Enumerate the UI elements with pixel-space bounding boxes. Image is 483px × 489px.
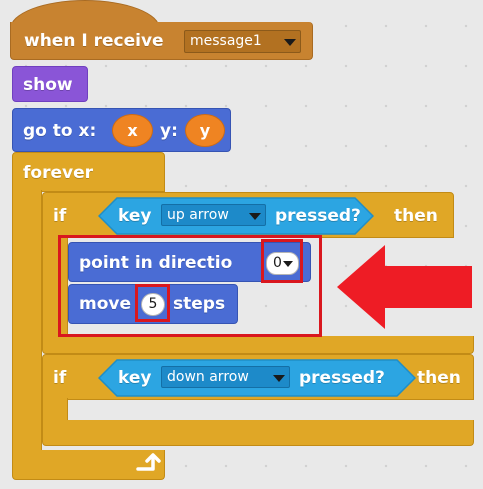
if-up-block-bottom[interactable] [42, 336, 474, 354]
if-up-if-label: if [53, 206, 67, 226]
y-label: y: [160, 121, 178, 141]
move-steps-block[interactable]: move 5 steps [68, 284, 238, 324]
if-down-block-arm [42, 398, 68, 422]
y-reporter-label: y [199, 121, 211, 140]
chevron-down-icon [273, 375, 285, 382]
if-up-then-label: then [394, 206, 438, 226]
up-arrow-key-dropdown[interactable]: up arrow [161, 204, 266, 226]
forever-block-bottom[interactable] [12, 450, 165, 480]
chevron-down-icon [249, 213, 261, 220]
show-label: show [23, 75, 73, 95]
show-block[interactable]: show [12, 66, 88, 102]
if-up-pressed-label: pressed? [275, 206, 361, 226]
move-label: move [79, 294, 132, 314]
point-in-direction-block[interactable]: point in directio 0 [68, 242, 311, 282]
x-reporter-label: x [127, 121, 138, 140]
direction-value: 0 [273, 255, 282, 271]
chevron-down-icon [283, 261, 293, 267]
pointer-arrow-icon [337, 245, 472, 329]
if-down-key-label: key [118, 368, 152, 388]
down-arrow-key-value: down arrow [167, 369, 249, 385]
forever-block-arm [12, 190, 42, 452]
down-arrow-key-dropdown[interactable]: down arrow [161, 366, 290, 388]
steps-input[interactable]: 5 [141, 293, 165, 316]
message-dropdown-value: message1 [190, 33, 262, 49]
y-reporter[interactable]: y [185, 114, 225, 147]
x-reporter[interactable]: x [112, 114, 153, 147]
up-arrow-key-value: up arrow [167, 207, 229, 223]
forever-label: forever [23, 163, 93, 183]
highlight-box-steps-value [135, 284, 170, 322]
forever-block-top[interactable]: forever [12, 152, 165, 192]
if-up-block-top[interactable]: if key up arrow pressed? then [42, 192, 454, 238]
message-dropdown[interactable]: message1 [184, 30, 301, 53]
highlight-box-inner-blocks [58, 235, 322, 337]
go-to-x-label: go to x: [23, 121, 97, 141]
if-down-then-label: then [417, 368, 461, 388]
when-i-receive-block[interactable]: when I receive message1 [10, 22, 313, 60]
if-up-key-label: key [118, 206, 152, 226]
highlight-box-direction-value [261, 239, 303, 283]
if-up-block-arm [42, 236, 68, 338]
go-to-xy-block[interactable]: go to x: x y: y [12, 108, 231, 152]
if-down-block-bottom[interactable] [42, 420, 474, 446]
steps-value: 5 [148, 296, 158, 312]
loop-arrow-icon [136, 453, 161, 471]
if-down-if-label: if [53, 368, 67, 388]
when-i-receive-label: when I receive [24, 31, 164, 51]
if-down-block-top[interactable]: if key down arrow pressed? then [42, 354, 474, 400]
point-in-direction-label: point in directio [79, 253, 233, 273]
chevron-down-icon [284, 39, 296, 46]
direction-input[interactable]: 0 [266, 252, 299, 275]
steps-label: steps [173, 294, 226, 314]
if-down-pressed-label: pressed? [299, 368, 385, 388]
